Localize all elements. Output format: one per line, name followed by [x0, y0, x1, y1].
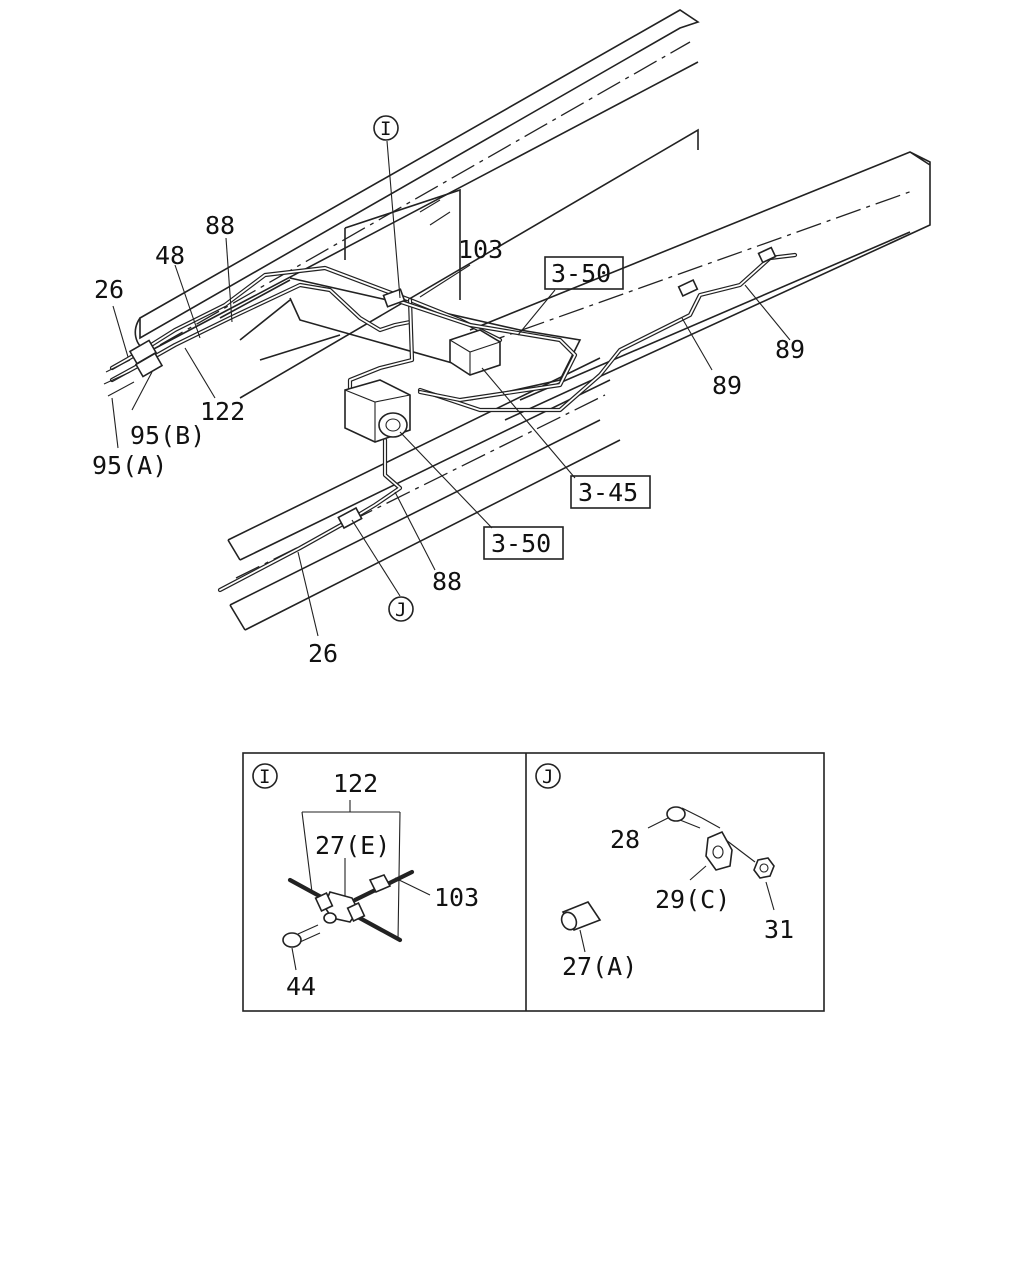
callout-26-lower: 26	[308, 639, 338, 668]
bolt-28	[666, 806, 686, 822]
ref-box-3-50-top[interactable]: 3-50	[544, 256, 624, 290]
main-callouts: 88 48 26 103 95(B) 122 95(A) 89 89 88 26	[92, 211, 805, 668]
lower-rail-outline	[227, 357, 621, 631]
callout-48: 48	[155, 241, 185, 270]
label-44: 44	[286, 972, 316, 1001]
ref-box-3-45[interactable]: 3-45	[570, 475, 651, 509]
cross-member	[219, 277, 582, 401]
leader-lines	[111, 140, 791, 637]
detail-j-marker: J	[542, 766, 553, 788]
callout-26-upper: 26	[94, 275, 124, 304]
left-rail-outline	[139, 9, 700, 340]
frame-rails	[134, 9, 931, 631]
callout-122: 122	[200, 397, 245, 426]
label-27e: 27(E)	[315, 831, 390, 860]
callout-95b: 95(B)	[130, 421, 205, 450]
bolt-44	[282, 932, 302, 948]
callout-103: 103	[458, 235, 503, 264]
detail-i-marker: I	[259, 766, 270, 788]
label-27a: 27(A)	[562, 952, 637, 981]
label-29c: 29(C)	[655, 885, 730, 914]
ref-box-label: 3-50	[491, 529, 551, 558]
callout-95a: 95(A)	[92, 451, 167, 480]
right-rail-outline	[469, 151, 931, 421]
detail-i-panel: I 122 27(E) 103 44	[252, 763, 479, 1001]
callout-88-upper: 88	[205, 211, 235, 240]
flare-nut-103	[368, 874, 392, 894]
ref-box-3-50-bottom[interactable]: 3-50	[483, 526, 564, 560]
label-28: 28	[610, 825, 640, 854]
nut-31	[753, 857, 775, 879]
detail-marker-j-label: J	[395, 599, 406, 621]
valve-assembly	[344, 329, 501, 443]
callout-88-lower: 88	[432, 567, 462, 596]
detail-j-panel: J 28 29(C) 31 27(A)	[535, 763, 794, 981]
label-122: 122	[333, 769, 378, 798]
ref-box-label: 3-45	[578, 478, 638, 507]
label-103: 103	[434, 883, 479, 912]
detail-panels	[242, 752, 825, 1012]
callout-89-right: 89	[775, 335, 805, 364]
pipe-down-to-lower-rail	[217, 437, 403, 593]
detail-marker-i-label: I	[380, 118, 391, 140]
label-31: 31	[764, 915, 794, 944]
callout-89-mid: 89	[712, 371, 742, 400]
left-rail-lower-edge	[147, 61, 699, 399]
ref-box-label: 3-50	[551, 259, 611, 288]
clip-29c	[705, 830, 733, 871]
detail-marker-j[interactable]: J	[388, 596, 414, 622]
detail-marker-i[interactable]: I	[373, 115, 399, 141]
